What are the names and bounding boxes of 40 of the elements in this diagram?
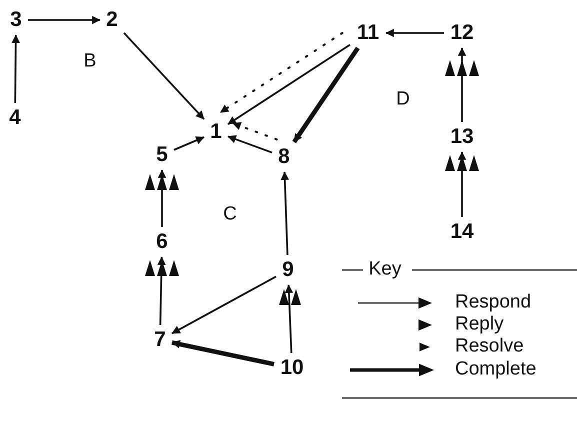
dotted-arrow [219,32,344,114]
legend-label: Complete [455,360,536,380]
arrow [123,32,205,120]
arrow [28,16,100,24]
arrow [386,28,444,38]
dotted-arrow [232,122,278,140]
node-number: 11 [356,21,380,45]
legend-label: Respond [455,292,532,314]
legend-label: Reply [455,314,504,336]
thick-arrow [292,46,360,144]
node-number: 12 [450,21,474,45]
arrow [158,170,166,227]
node-number: 4 [9,106,21,130]
node-number: 2 [106,8,118,32]
arrow [458,152,466,217]
arrow [228,44,350,125]
node-number: 3 [10,8,22,32]
node-number: 5 [156,143,168,167]
legend-title: Key [368,260,402,280]
group-label: B [84,52,96,72]
node-number: 14 [450,220,474,244]
node-number: 1 [210,120,222,144]
arrow [174,136,204,151]
node-number: 10 [280,356,304,380]
node-number: 9 [282,258,294,282]
arrow [172,276,276,334]
arrow [228,135,272,154]
arrow [280,172,290,256]
group-label: D [396,90,410,110]
arrow [12,34,20,103]
legend-label: Resolve [455,336,524,358]
node-number: 8 [278,145,290,169]
group-label: C [223,204,237,226]
node-number: 7 [154,328,166,352]
thick-arrow [172,340,274,366]
node-number: 6 [156,230,168,254]
arrow [157,256,166,326]
node-number: 13 [450,125,474,149]
arrow [458,48,466,122]
arrow [284,284,294,354]
